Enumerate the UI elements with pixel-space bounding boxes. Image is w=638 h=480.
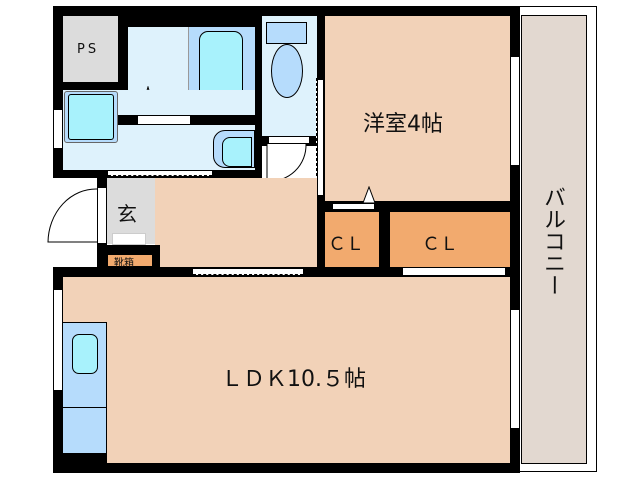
washroom-window[interactable] — [53, 110, 63, 148]
bathroom-door[interactable] — [138, 115, 190, 125]
outer-wall-bottom — [53, 463, 520, 473]
western-wall-bottom — [317, 201, 520, 212]
outer-wall-right — [510, 6, 520, 472]
balcony: バルコニー — [521, 15, 587, 464]
closet-small[interactable]: ＣＬ — [325, 212, 379, 267]
western-door[interactable] — [317, 80, 324, 195]
washing-machine — [68, 94, 114, 140]
western-room[interactable]: 洋室4帖 — [325, 16, 510, 201]
bath-wall-right — [255, 16, 262, 181]
western-room-label: 洋室4帖 — [363, 112, 443, 137]
wash-basin — [222, 137, 252, 167]
entrance-label: 玄 — [117, 202, 137, 226]
closet-divider — [379, 212, 390, 269]
toilet-door-swing[interactable] — [266, 143, 312, 183]
kitchen-counter-divider — [63, 407, 107, 408]
door-arrow-icon — [362, 186, 376, 204]
ldk-sliding-door[interactable] — [193, 268, 303, 275]
ldk-left-window[interactable] — [53, 290, 63, 390]
western-window[interactable] — [510, 57, 520, 165]
toilet-door-strip[interactable] — [268, 136, 310, 144]
closet-large-door[interactable] — [402, 267, 506, 276]
kitchen-wall-bottom — [53, 453, 107, 473]
ps-wall-bottom — [63, 82, 128, 90]
entrance-door-leaf[interactable] — [97, 188, 107, 243]
shoe-box-label: 靴箱 — [114, 258, 134, 269]
toilet-tank — [266, 22, 307, 44]
balcony-label: バルコニー — [540, 186, 565, 296]
outer-wall-left-top — [53, 6, 63, 178]
entrance-door-swing[interactable] — [46, 188, 98, 244]
closet-large[interactable]: ＣＬ — [390, 212, 510, 267]
shoe-box[interactable]: 靴箱 — [108, 255, 152, 269]
ldk-label: ＬＤＫ10.５帖 — [221, 367, 366, 392]
closet-large-label: ＣＬ — [422, 234, 458, 255]
closet-small-label: ＣＬ — [328, 234, 364, 255]
ps-room: PS — [63, 16, 118, 82]
entrance-step — [112, 233, 146, 245]
kitchen-sink — [72, 334, 98, 374]
outer-wall-top — [53, 6, 520, 18]
hallway — [155, 178, 318, 267]
bath-wall-top — [118, 16, 260, 27]
washroom-sliding-door[interactable] — [108, 170, 212, 176]
ps-label: PS — [77, 42, 100, 57]
western-closet-door[interactable] — [332, 203, 375, 210]
toilet-bowl — [271, 44, 303, 98]
ps-wall-right — [118, 16, 128, 114]
ldk[interactable]: ＬＤＫ10.５帖 — [63, 277, 510, 463]
ldk-right-window[interactable] — [510, 310, 520, 428]
